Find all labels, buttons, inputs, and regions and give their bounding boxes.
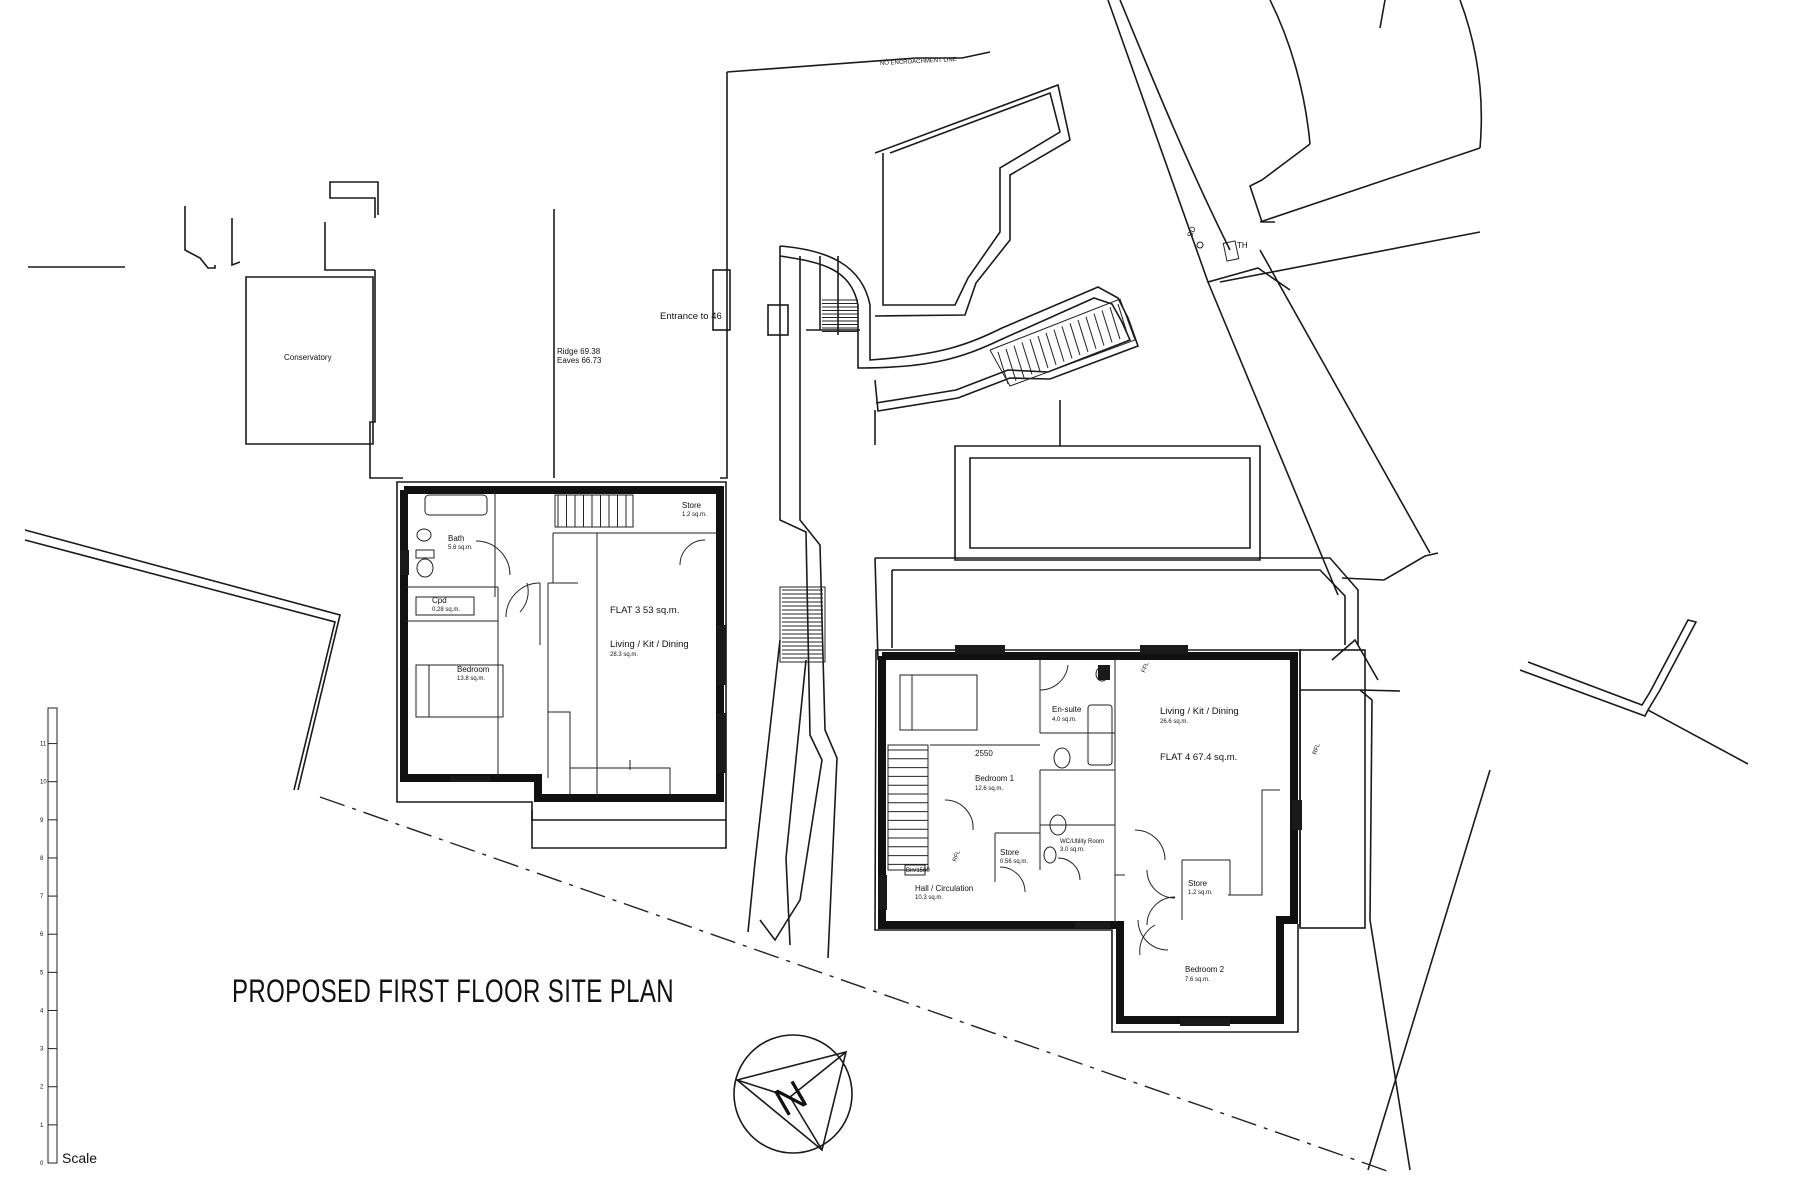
- th-label: TH: [1237, 241, 1248, 250]
- external-stair-upper: [989, 298, 1136, 387]
- stair-tread: [997, 351, 1009, 385]
- entrance-box: [712, 269, 731, 331]
- scale-tick-label: 5: [40, 970, 44, 976]
- scale-tick-label: 6: [40, 932, 44, 938]
- flat4-store2-label: Store: [1188, 879, 1208, 888]
- site-context: [24, 0, 1749, 1173]
- flat-4-plan: [874, 645, 1366, 1033]
- boundary-label: NO ENCROACHMENT LINE: [880, 57, 957, 67]
- flat4-bedroom1-label: Bedroom 1: [975, 774, 1015, 783]
- flat4-name: FLAT 4 67.4 sq.m.: [1160, 752, 1237, 763]
- flat3-bedroom-label: Bedroom: [457, 665, 490, 674]
- flat3-bath-area: 5.6 sq.m.: [448, 545, 473, 551]
- flat3-store-label: Store: [682, 501, 702, 510]
- flat4-store2-area: 1.2 sq.m.: [1188, 890, 1213, 896]
- flat4-ensuite-label: En-suite: [1052, 705, 1082, 714]
- conservatory-label: Conservatory: [284, 353, 332, 362]
- stair-tread: [1117, 303, 1129, 337]
- scale-tick-label: 2: [40, 1085, 44, 1091]
- stair-tread: [1021, 342, 1033, 375]
- flat4-bedroom1-area: 12.6 sq.m.: [975, 786, 1003, 792]
- scale-tick-label: 9: [40, 818, 44, 824]
- north-arrow: N: [733, 1034, 853, 1154]
- flat4-ffl: FFL: [1141, 661, 1151, 674]
- flat4-bin-label: Bin/1560: [906, 868, 930, 874]
- scale-tick-label: 7: [40, 894, 44, 900]
- flat4-living-area: 26.6 sq.m.: [1160, 719, 1188, 725]
- sd-label: SD: [1185, 225, 1197, 239]
- eaves-label: Eaves 66.73: [557, 356, 602, 365]
- stair-tread: [1005, 348, 1017, 381]
- plan-title: PROPOSED FIRST FLOOR SITE PLAN: [232, 973, 674, 1009]
- flat3-bath-label: Bath: [448, 534, 464, 543]
- flat4-store1-label: Store: [1000, 848, 1020, 857]
- stair-tread: [1053, 329, 1065, 362]
- stair-tread: [1077, 319, 1089, 353]
- stair-tread: [1013, 345, 1025, 378]
- entrance-label: Entrance to 46: [660, 311, 722, 322]
- scale-tick-label: 8: [40, 856, 44, 862]
- flat3-store-area: 1.2 sq.m.: [682, 512, 707, 518]
- scale-tick-label: 3: [40, 1047, 44, 1053]
- flat3-name: FLAT 3 53 sq.m.: [610, 605, 679, 616]
- stair-tread: [1045, 332, 1057, 365]
- conservatory-outline: [245, 276, 374, 445]
- stair-tread: [1093, 313, 1105, 346]
- flat4-bedroom2-label: Bedroom 2: [1185, 965, 1225, 974]
- flat3-living-label: Living / Kit / Dining: [610, 639, 689, 650]
- flat3-bedroom-area: 13.8 sq.m.: [457, 676, 485, 682]
- flat4-hall-label: Hall / Circulation: [915, 884, 973, 893]
- flat4-bedroom2-area: 7.6 sq.m.: [1185, 977, 1210, 983]
- flat4-rfl-2: RFL: [1312, 742, 1322, 755]
- flat4-hall-area: 10.3 sq.m.: [915, 895, 943, 901]
- flat4-wc-label: WC/Utility Room: [1060, 839, 1104, 845]
- scale-tick-label: 0: [40, 1161, 44, 1167]
- scale-tick-label: 4: [40, 1008, 44, 1014]
- stair-tread: [1069, 323, 1081, 356]
- flat3-cpd-label: Cpd: [432, 596, 447, 605]
- stair-tread: [1109, 307, 1121, 340]
- scale-tick-label: 10: [40, 780, 47, 786]
- flat4-rfl-1: RFL: [952, 849, 962, 862]
- flat-3-plan: [396, 481, 727, 849]
- flat4-wc-area: 3.0 sq.m.: [1060, 847, 1085, 853]
- scale-tick-label: 1: [40, 1123, 44, 1129]
- text-labels: Conservatory Ridge 69.38 Eaves 66.73 Ent…: [232, 57, 1322, 1009]
- scale-bar: Scale 0 1 2 3 4 5 6 7 8 9 10 11: [40, 707, 97, 1167]
- stair-tread: [1029, 339, 1041, 372]
- flat3-cpd-area: 0.28 sq.m.: [432, 607, 460, 613]
- scale-label: Scale: [62, 1150, 97, 1166]
- flat4-living-label: Living / Kit / Dining: [1160, 706, 1239, 717]
- stair-tread: [1085, 316, 1097, 349]
- flat4-ensuite-area: 4.0 sq.m.: [1052, 717, 1077, 723]
- ridge-label: Ridge 69.38: [557, 347, 601, 356]
- north-letter: N: [767, 1072, 814, 1125]
- flat3-living-area: 28.3 sq.m.: [610, 652, 638, 658]
- stair-tread: [1101, 310, 1113, 343]
- stair-tread: [1037, 335, 1049, 369]
- stair-tread: [1061, 326, 1073, 359]
- flat4-dim: 2550: [975, 749, 993, 758]
- flat4-store1-area: 0.56 sq.m.: [1000, 859, 1028, 865]
- scale-tick-label: 11: [40, 742, 47, 748]
